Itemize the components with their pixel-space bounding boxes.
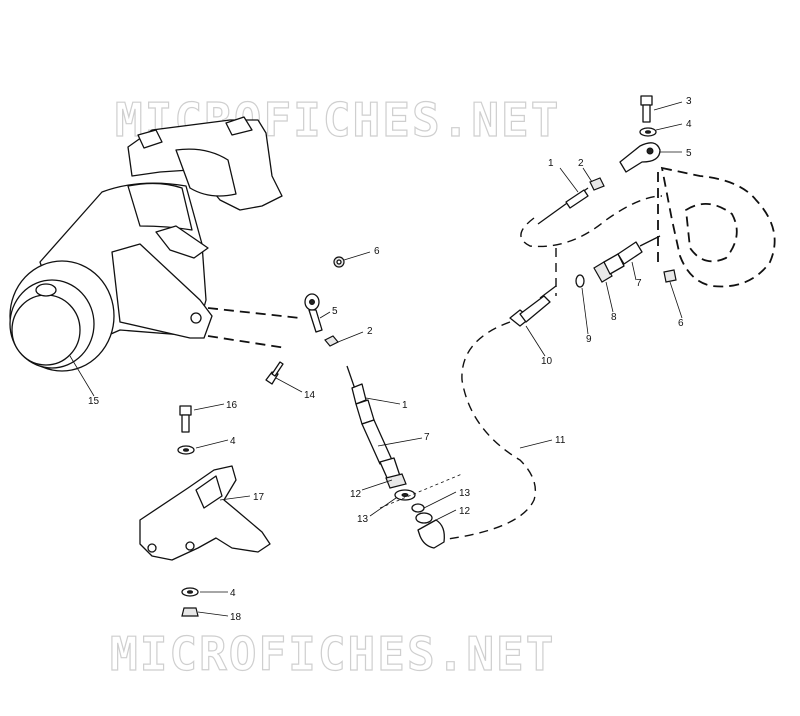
callout-18: 18	[230, 612, 242, 623]
callout-14: 14	[304, 390, 316, 401]
part-9-washer	[575, 274, 585, 288]
callout-13-right: 13	[459, 488, 471, 499]
callout-1-upper-right: 1	[548, 158, 554, 169]
callout-4-upper-right: 4	[686, 119, 692, 130]
callout-11: 11	[555, 435, 566, 446]
callout-3: 3	[686, 96, 692, 107]
part-12-nut-left	[385, 473, 407, 489]
callout-12-right: 12	[459, 506, 471, 517]
part-17-bracket	[139, 465, 271, 561]
callout-1-left: 1	[402, 400, 408, 411]
part-7-cable-housing-left	[361, 419, 401, 481]
part-13-washer-left	[394, 489, 416, 501]
callout-4-left: 4	[230, 436, 236, 447]
part-16-bolt	[179, 405, 192, 433]
part-6-nut-left	[333, 256, 345, 268]
part-10-fitting	[509, 285, 557, 327]
part-14-bolt	[265, 361, 284, 385]
part-5-rod-end-right	[619, 142, 661, 173]
phantom-housing-right	[657, 166, 776, 288]
callout-4-lower: 4	[230, 588, 236, 599]
part-4-washer-right	[639, 127, 657, 137]
part-11-cable	[439, 321, 537, 541]
callout-7-left: 7	[424, 432, 430, 443]
part-1-cable-left	[346, 365, 375, 425]
alignment-line-upper	[207, 307, 301, 319]
separator-line	[379, 473, 463, 509]
alignment-line-lower	[207, 335, 287, 349]
part-5-rod-end-left	[304, 293, 323, 333]
callouts: 1 2 3 4 5 6 5 2 7 6 9 8 10 15 14 1 16 4 …	[88, 96, 692, 623]
callout-13-left: 13	[357, 514, 369, 525]
callout-5-left: 5	[332, 306, 338, 317]
part-18-nut	[181, 607, 199, 617]
part-4-washer-lower	[181, 587, 199, 597]
callout-9: 9	[586, 334, 592, 345]
callout-2-left: 2	[367, 326, 373, 337]
part-7-cable-housing-right	[617, 235, 661, 265]
callout-7-right: 7	[636, 278, 642, 289]
callout-2-upper-right: 2	[578, 158, 584, 169]
part-12-13-lower-fitting	[411, 503, 445, 549]
callout-16: 16	[226, 400, 238, 411]
watermark-bottom: MICROFICHES.NET	[110, 627, 555, 681]
callout-5-upper-right: 5	[686, 148, 692, 159]
part-4-washer-upper	[177, 445, 195, 455]
callout-15: 15	[88, 396, 100, 407]
part-2-jam-nut-right	[589, 177, 605, 191]
part-6-nut-right	[663, 269, 677, 283]
part-2-jam-nut-left	[324, 335, 339, 347]
callout-17: 17	[253, 492, 265, 503]
callout-8: 8	[611, 312, 617, 323]
part-15-housing	[9, 116, 283, 372]
callout-10: 10	[541, 356, 553, 367]
cable-loop-upper	[520, 195, 663, 248]
part-8-adjuster	[593, 253, 625, 283]
callout-6-right: 6	[678, 318, 684, 329]
part-1-cable-right	[537, 187, 589, 225]
part-3-bolt	[640, 95, 653, 123]
callout-12-left: 12	[350, 489, 362, 500]
callout-6-left: 6	[374, 246, 380, 257]
